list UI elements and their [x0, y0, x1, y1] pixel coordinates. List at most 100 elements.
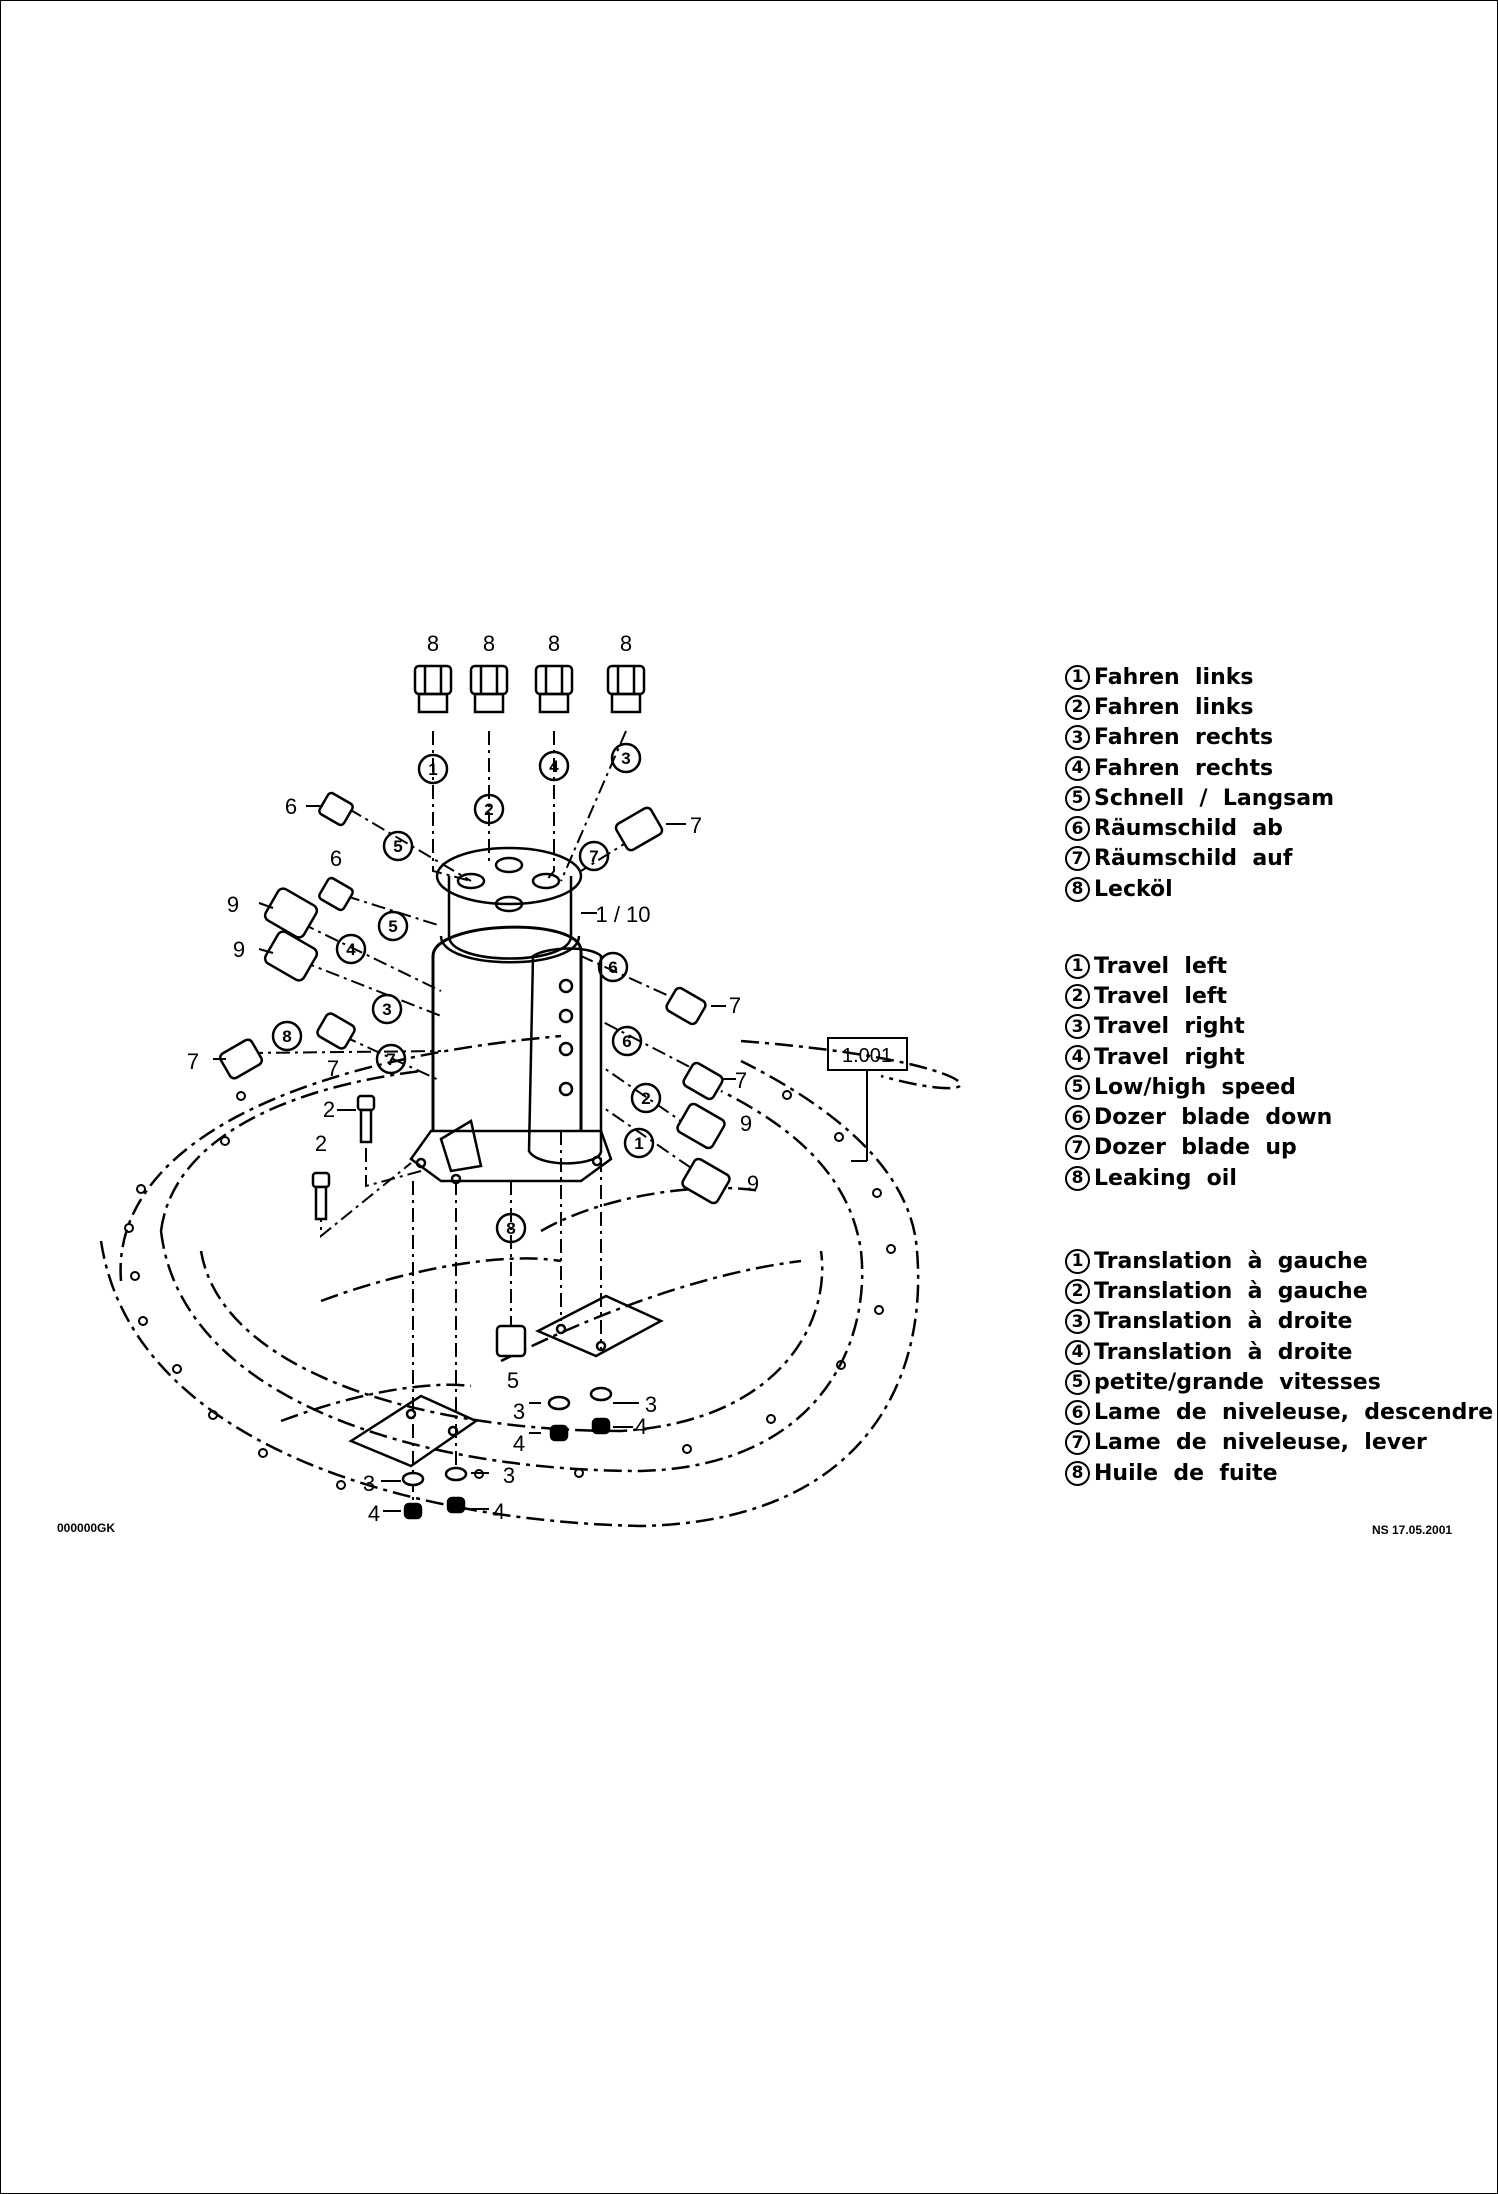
label-4c: 4: [368, 1501, 380, 1526]
legend-text: Lame de niveleuse, lever: [1094, 1430, 1427, 1456]
label-8-1: 8: [427, 631, 439, 656]
label-2a: 2: [323, 1097, 335, 1122]
legend-text: Fahren rechts: [1094, 755, 1274, 781]
legend-number: 4: [1065, 1044, 1090, 1070]
turntable-ring: [99, 1034, 962, 1528]
label-9b: 9: [233, 937, 245, 962]
legend-number: 5: [1065, 1369, 1090, 1395]
label-4a: 4: [513, 1431, 525, 1456]
callout-circle-6a: 6: [608, 958, 617, 977]
legend-text: Fahren links: [1094, 694, 1254, 720]
callout-circle-1b: 1: [634, 1134, 643, 1153]
legend-text: Travel right: [1094, 1014, 1245, 1040]
legend-text: Lame de niveleuse, descendre: [1094, 1400, 1494, 1426]
legend-text: Räumschild auf: [1094, 846, 1293, 872]
legend-number: 8: [1065, 1165, 1090, 1191]
legend-text: Fahren links: [1094, 664, 1254, 690]
legend-text: Translation à gauche: [1094, 1248, 1368, 1274]
legend-text: Schnell / Langsam: [1094, 785, 1335, 811]
bolts-and-nuts: [311, 1094, 613, 1520]
label-ref-box: 1.001: [842, 1045, 892, 1067]
legend-number: 1: [1065, 1248, 1090, 1274]
plain-callouts: 8 8 8 8 6 6 9 9 7 7 7 7 7 9 9 2 2 5 3 4 …: [187, 631, 892, 1526]
label-9c: 9: [740, 1111, 752, 1136]
legend-number: 5: [1065, 785, 1090, 811]
legend-number: 7: [1065, 846, 1090, 872]
legend-number: 3: [1065, 1014, 1090, 1040]
legend-number: 4: [1065, 1339, 1090, 1365]
callout-circle-2: 2: [484, 800, 493, 819]
callout-circle-6b: 6: [622, 1032, 631, 1051]
legend-number: 7: [1065, 1135, 1090, 1161]
legend-text: Translation à droite: [1094, 1309, 1353, 1335]
label-8-2: 8: [483, 631, 495, 656]
label-7d: 7: [729, 993, 741, 1018]
label-7c: 7: [690, 813, 702, 838]
footer-right-date: NS 17.05.2001: [1372, 1523, 1453, 1537]
callout-circle-3b: 3: [382, 1000, 391, 1019]
legend-number: 3: [1065, 725, 1090, 751]
label-ref-110: 1 / 10: [595, 902, 650, 927]
legend-text: Räumschild ab: [1094, 816, 1283, 842]
footer-left-code: 000000GK: [57, 1521, 116, 1535]
legend-text: Travel left: [1094, 983, 1227, 1009]
legend-text: petite/grande vitesses: [1094, 1369, 1381, 1395]
label-4d: 4: [493, 1499, 505, 1524]
callout-circle-1: 1: [428, 760, 437, 779]
legend-text: Translation à gauche: [1094, 1278, 1368, 1304]
callout-ticks: [213, 805, 736, 1512]
label-8-4: 8: [620, 631, 632, 656]
legend-number: 2: [1065, 1278, 1090, 1304]
legend-number: 5: [1065, 1074, 1090, 1100]
swivel-body: [409, 846, 613, 1185]
callout-circle-7b: 7: [589, 847, 598, 866]
callout-circle-5b: 5: [388, 917, 397, 936]
legend-number: 4: [1065, 755, 1090, 781]
label-7e: 7: [735, 1068, 747, 1093]
legend-text: Fahren rechts: [1094, 725, 1274, 751]
label-9a: 9: [227, 892, 239, 917]
legend-number: 8: [1065, 876, 1090, 902]
legend-text: Dozer blade down: [1094, 1105, 1333, 1131]
label-3c: 3: [363, 1471, 375, 1496]
label-3b: 3: [645, 1392, 657, 1417]
label-4b: 4: [635, 1414, 647, 1439]
legend-text: Travel left: [1094, 953, 1227, 979]
legend-text: Low/high speed: [1094, 1074, 1296, 1100]
label-3d: 3: [503, 1463, 515, 1488]
callout-circle-3: 3: [621, 749, 630, 768]
mounting-plates: [348, 1294, 664, 1468]
legend-text: Leaking oil: [1094, 1165, 1237, 1191]
leader-lines: [248, 730, 714, 1501]
callout-circle-4b: 4: [346, 940, 356, 959]
legend-number: 1: [1065, 664, 1090, 690]
label-8-3: 8: [548, 631, 560, 656]
label-6a: 6: [285, 794, 297, 819]
callout-circle-2b: 2: [641, 1089, 650, 1108]
callout-circle-7a: 7: [386, 1050, 395, 1069]
